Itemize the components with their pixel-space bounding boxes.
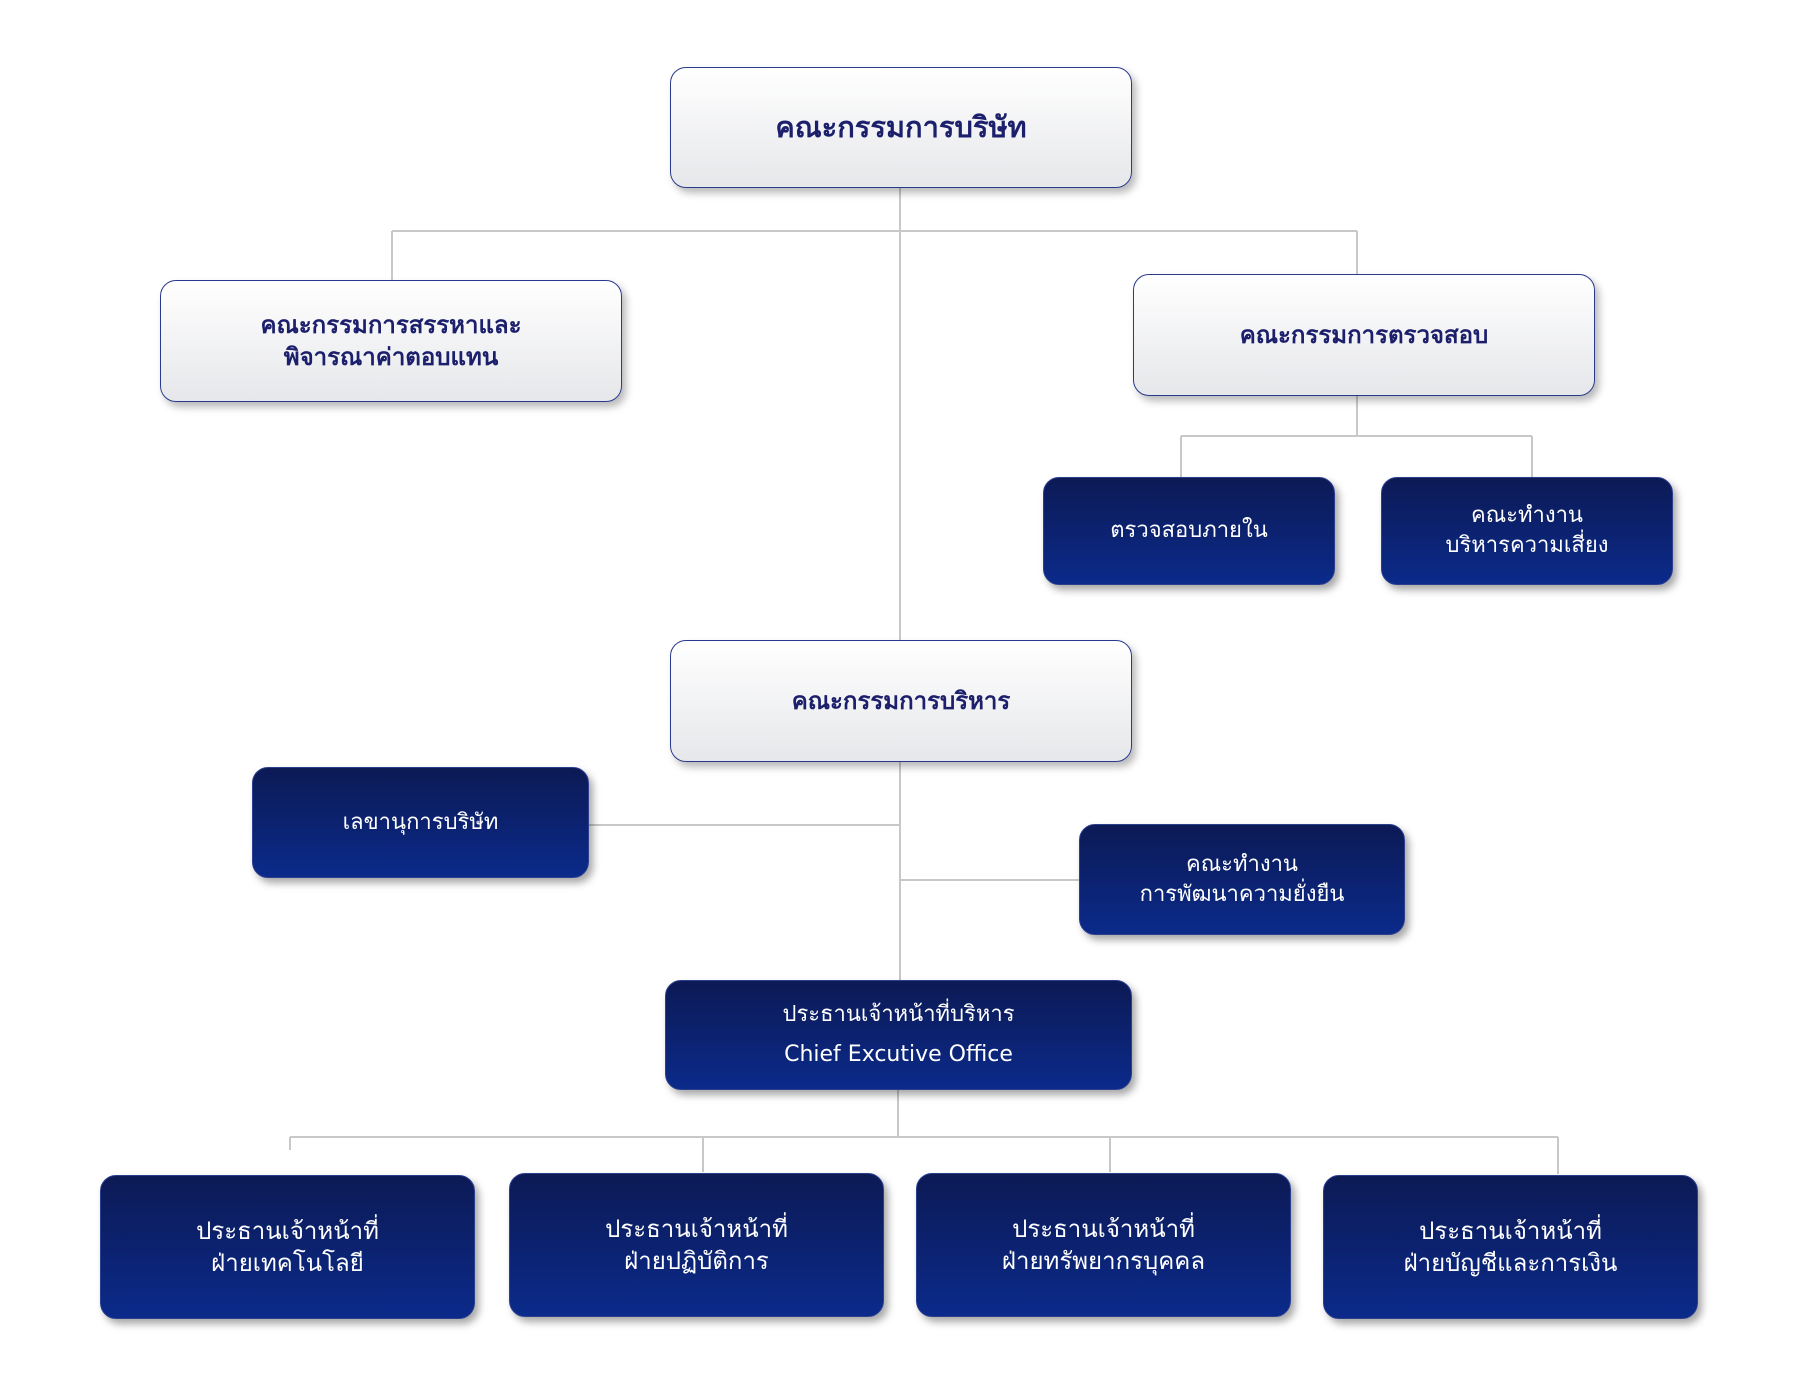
internal-audit-label: ตรวจสอบภายใน (1110, 518, 1268, 544)
risk-working-group-line1: คณะทำงาน (1471, 503, 1583, 529)
ceo-line1: ประธานเจ้าหน้าที่บริหาร (782, 1002, 1015, 1028)
executive-committee-label: คณะกรรมการบริหาร (791, 686, 1011, 715)
dept-accounting-finance-line2: ฝ่ายบัญชีและการเงิน (1403, 1249, 1618, 1277)
dept-operations-line2: ฝ่ายปฏิบัติการ (624, 1247, 769, 1275)
nomination-committee-line2: พิจารณาค่าตอบแทน (283, 343, 499, 371)
sustainability-working-group-line2: การพัฒนาความยั่งยืน (1139, 881, 1345, 907)
dept-accounting-finance-box: ประธานเจ้าหน้าที่ ฝ่ายบัญชีและการเงิน (1323, 1175, 1698, 1319)
ceo-box: ประธานเจ้าหน้าที่บริหาร Chief Excutive O… (665, 980, 1132, 1090)
nomination-committee-box: คณะกรรมการสรรหาและ พิจารณาค่าตอบแทน (160, 280, 622, 402)
dept-accounting-finance-line1: ประธานเจ้าหน้าที่ (1419, 1216, 1602, 1245)
dept-operations-box: ประธานเจ้าหน้าที่ ฝ่ายปฏิบัติการ (509, 1173, 884, 1317)
executive-committee-box: คณะกรรมการบริหาร (670, 640, 1132, 762)
dept-human-resources-line1: ประธานเจ้าหน้าที่ (1012, 1214, 1195, 1243)
dept-technology-line2: ฝ่ายเทคโนโลยี (211, 1249, 364, 1277)
nomination-committee-line1: คณะกรรมการสรรหาและ (260, 310, 522, 339)
ceo-line2: Chief Excutive Office (784, 1042, 1013, 1067)
audit-committee-label: คณะกรรมการตรวจสอบ (1239, 320, 1489, 349)
dept-human-resources-line2: ฝ่ายทรัพยากรบุคคล (1001, 1247, 1206, 1275)
audit-committee-box: คณะกรรมการตรวจสอบ (1133, 274, 1595, 396)
dept-technology-box: ประธานเจ้าหน้าที่ ฝ่ายเทคโนโลยี (100, 1175, 475, 1319)
sustainability-working-group-line1: คณะทำงาน (1186, 851, 1298, 877)
sustainability-working-group-box: คณะทำงาน การพัฒนาความยั่งยืน (1079, 824, 1405, 935)
risk-working-group-line2: บริหารความเสี่ยง (1445, 533, 1609, 558)
board-of-directors-label: คณะกรรมการบริษัท (775, 109, 1027, 144)
company-secretary-label: เลขานุการบริษัท (342, 809, 499, 835)
dept-technology-line1: ประธานเจ้าหน้าที่ (196, 1216, 379, 1245)
internal-audit-box: ตรวจสอบภายใน (1043, 477, 1335, 585)
dept-operations-line1: ประธานเจ้าหน้าที่ (605, 1214, 788, 1243)
risk-working-group-box: คณะทำงาน บริหารความเสี่ยง (1381, 477, 1673, 585)
dept-human-resources-box: ประธานเจ้าหน้าที่ ฝ่ายทรัพยากรบุคคล (916, 1173, 1291, 1317)
board-of-directors-box: คณะกรรมการบริษัท (670, 67, 1132, 188)
company-secretary-box: เลขานุการบริษัท (252, 767, 589, 878)
